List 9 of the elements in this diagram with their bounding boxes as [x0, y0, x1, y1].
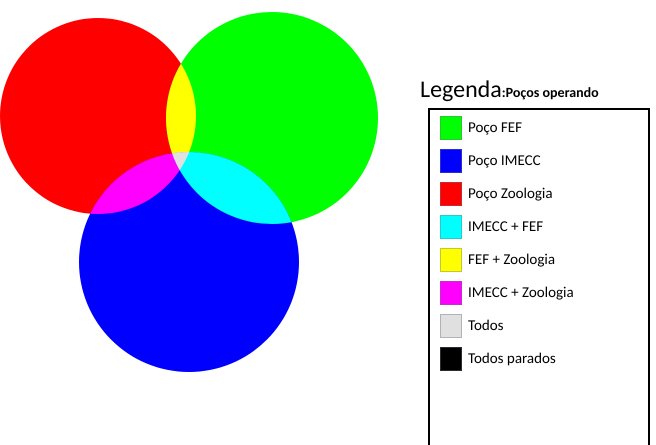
- legend-label: Todos parados: [468, 348, 556, 370]
- legend-label: Todos: [468, 316, 504, 337]
- legend-label: Poço Zoologia: [468, 184, 553, 205]
- legend-label: IMECC + FEF: [468, 216, 544, 238]
- legend-title: Legenda:Poços operando: [420, 74, 599, 106]
- legend-label: Poço IMECC: [468, 150, 541, 172]
- legend-label: IMECC + Zoologia: [468, 282, 574, 304]
- legend-label: FEF + Zoologia: [468, 250, 556, 271]
- legend-label: Poço FEF: [468, 118, 522, 139]
